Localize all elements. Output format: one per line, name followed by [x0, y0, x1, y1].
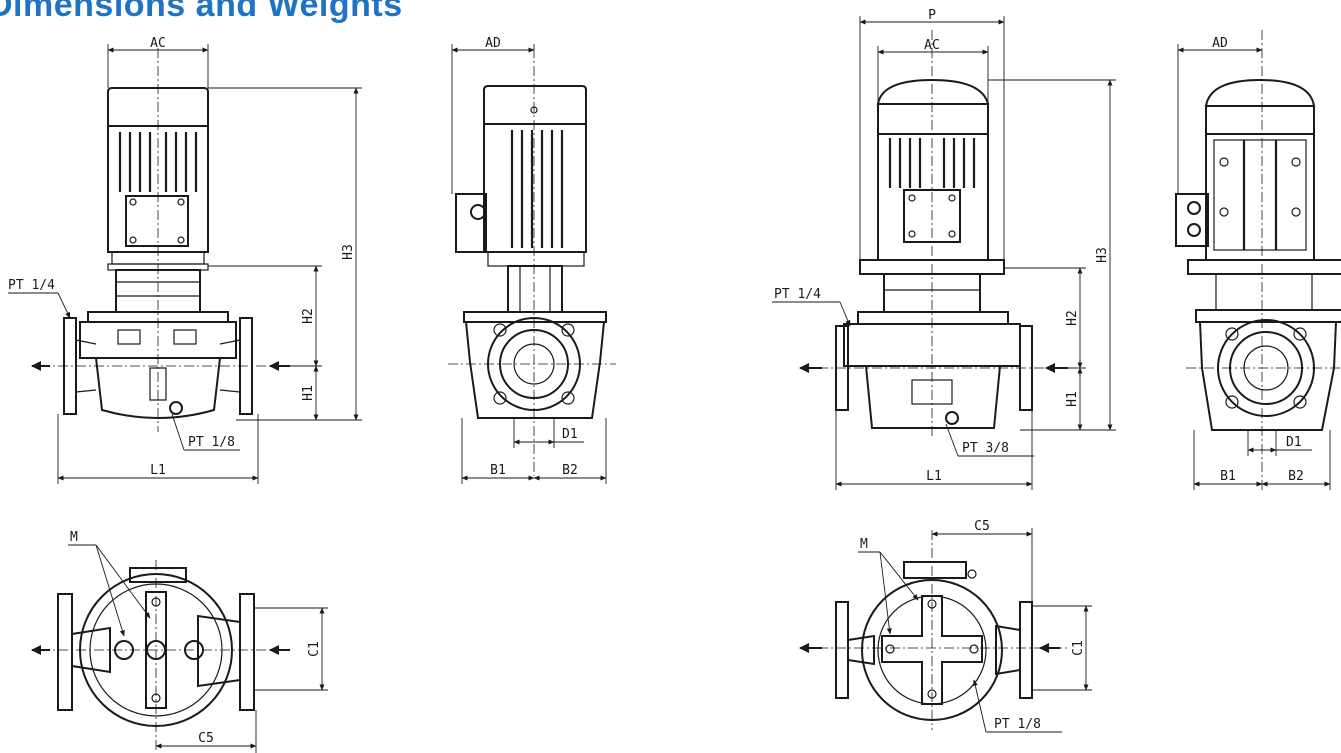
large-front-h2-label: H2 — [1065, 310, 1080, 326]
terminal-box — [125, 195, 189, 247]
large-front-ac-label: AC — [924, 38, 940, 53]
side-motor-fins — [510, 130, 564, 248]
large-top-view: C5 M C1 PT 1/8 — [799, 519, 1092, 733]
small-top-outlet-flange — [57, 593, 73, 711]
large-front-pt14-label: PT 1/4 — [774, 287, 821, 302]
large-side-b1-label: B1 — [1220, 469, 1236, 484]
large-top-outlet-flange — [835, 601, 849, 699]
small-top-inlet-flange — [239, 593, 255, 711]
large-side-view: AD D1 B1 B2 — [1175, 30, 1341, 490]
large-side-casing — [1198, 321, 1338, 431]
large-side-terminal-box — [1175, 193, 1209, 247]
side-casing — [464, 321, 606, 419]
small-side-b1-label: B1 — [490, 463, 506, 478]
side-terminal-box — [455, 193, 487, 253]
small-front-ac-label: AC — [150, 36, 166, 51]
small-top-m-label: M — [70, 530, 78, 545]
small-top-c5-label: C5 — [198, 731, 214, 746]
large-motor-fins — [888, 138, 976, 188]
large-top-c5-label: C5 — [974, 519, 990, 534]
small-front-l1-label: L1 — [150, 463, 166, 478]
large-top-m-label: M — [860, 537, 868, 552]
small-front-h1-label: H1 — [301, 385, 316, 401]
large-top-pt18-label: PT 1/8 — [994, 717, 1041, 732]
small-top-c1-label: C1 — [307, 641, 322, 657]
large-front-view: P AC H3 H2 H1 L1 PT 1/4 PT 3/8 — [772, 8, 1116, 490]
small-side-d1-label: D1 — [562, 427, 578, 442]
large-top-inlet-flange — [1019, 601, 1033, 699]
small-side-ad-label: AD — [485, 36, 501, 51]
large-front-pt38-label: PT 3/8 — [962, 441, 1009, 456]
small-side-b2-label: B2 — [562, 463, 578, 478]
large-front-h1-label: H1 — [1065, 391, 1080, 407]
large-front-l1-label: L1 — [926, 469, 942, 484]
large-volute — [864, 365, 1002, 429]
large-motor-cap — [876, 78, 990, 105]
drain-plug — [169, 401, 183, 415]
small-front-pt14-label: PT 1/4 — [8, 278, 55, 293]
large-side-b2-label: B2 — [1288, 469, 1304, 484]
motor-fins — [118, 132, 198, 192]
small-top-impeller-arm — [145, 591, 167, 709]
small-side-view: AD D1 B1 B2 — [448, 36, 616, 484]
pump-casing — [79, 321, 237, 359]
page-title: Dimensions and Weights — [0, 0, 403, 24]
large-side-ad-label: AD — [1212, 36, 1228, 51]
large-front-p-label: P — [928, 8, 936, 23]
small-top-view: M C1 C5 — [31, 530, 328, 753]
volute — [94, 357, 222, 419]
small-front-view: AC H3 H2 H1 L1 PT 1/4 PT 1/8 — [8, 36, 362, 484]
large-side-d1-label: D1 — [1286, 435, 1302, 450]
small-front-h3-label: H3 — [341, 244, 356, 260]
large-top-cross-brace — [881, 595, 983, 705]
small-front-pt18-label: PT 1/8 — [188, 435, 235, 450]
small-front-h2-label: H2 — [301, 308, 316, 324]
large-front-h3-label: H3 — [1095, 247, 1110, 263]
large-top-c1-label: C1 — [1071, 640, 1086, 656]
